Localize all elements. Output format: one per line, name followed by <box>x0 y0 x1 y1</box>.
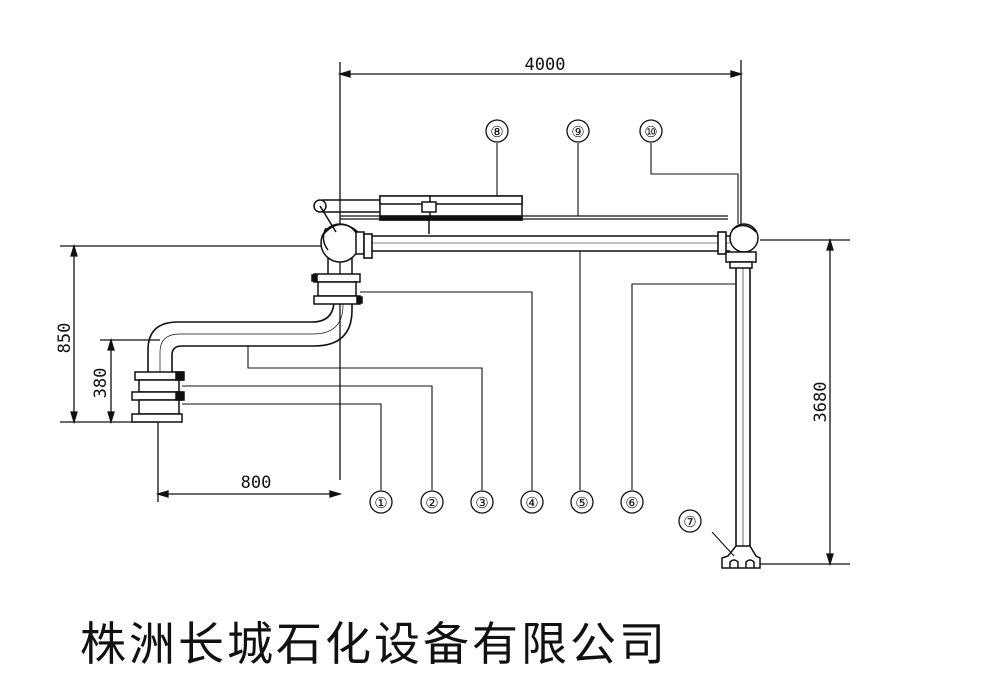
dim-left-inner-label: 380 <box>91 368 111 399</box>
dim-bottom-label: 800 <box>241 473 272 493</box>
callout-1: ① <box>374 494 387 512</box>
callout-2: ② <box>425 494 438 512</box>
dimension-top <box>337 60 744 480</box>
dim-top-label: 4000 <box>525 55 566 75</box>
dimension-right <box>760 237 850 567</box>
dimension-bottom <box>155 422 343 502</box>
callout-10: ⑩ <box>644 123 657 141</box>
dim-left-total-label: 850 <box>55 323 75 354</box>
callout-6: ⑥ <box>625 494 638 512</box>
callout-5: ⑤ <box>575 494 588 512</box>
callout-3: ③ <box>475 494 488 512</box>
discharge-nozzle <box>721 545 761 569</box>
leader-lines <box>182 143 739 557</box>
vertical-drop-pipe <box>735 268 751 548</box>
callout-7: ⑦ <box>683 513 696 531</box>
lower-elbow-pipe <box>147 282 353 372</box>
lower-flange-stack <box>131 371 185 423</box>
dimension-left <box>60 243 330 425</box>
callout-4: ④ <box>525 494 538 512</box>
tie-rod <box>340 215 728 220</box>
dim-right-label: 3680 <box>811 382 831 423</box>
swivel-joint-flange <box>311 273 363 305</box>
callout-balloons <box>369 119 702 533</box>
callout-8: ⑧ <box>490 123 503 141</box>
outer-swivel-elbow <box>725 223 759 269</box>
upper-swivel-elbow <box>320 223 365 274</box>
company-name: 株洲长城石化设备有限公司 <box>80 617 668 671</box>
callout-9: ⑨ <box>571 123 584 141</box>
outer-arm-pipe <box>363 231 730 259</box>
